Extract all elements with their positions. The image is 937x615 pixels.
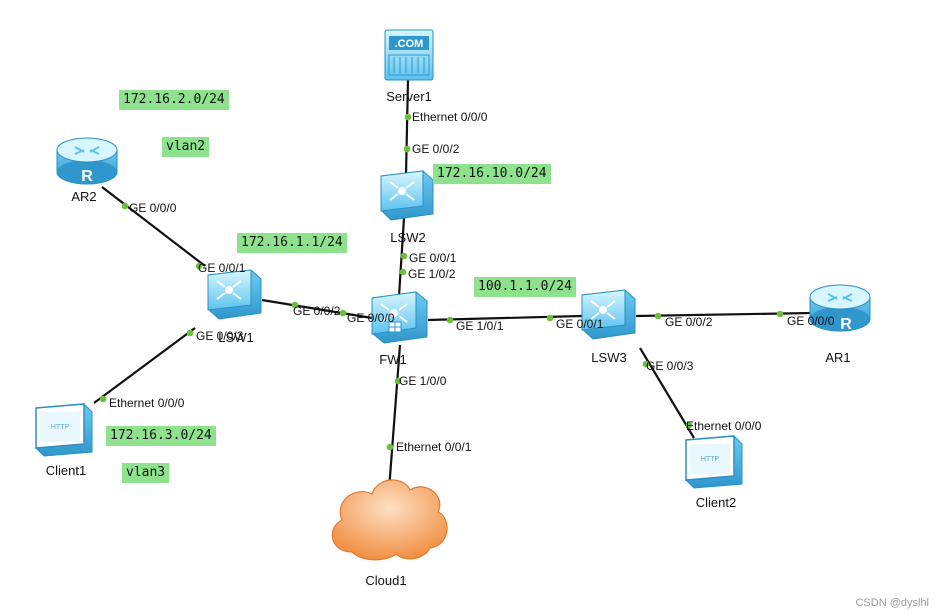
port-label: Ethernet 0/0/1: [396, 440, 472, 454]
link-lsw1-fw1: [261, 298, 373, 320]
router-badge: R: [840, 316, 852, 333]
port-label: GE 0/0/3: [196, 329, 244, 343]
fw1-device[interactable]: FW1: [371, 291, 428, 367]
link-server1-lsw2: [404, 79, 410, 176]
port-label: Ethernet 0/0/0: [109, 396, 185, 410]
port-dot: [400, 252, 408, 260]
port-labels: Ethernet 0/0/0 GE 0/0/2 GE 0/0/1 GE 1/0/…: [109, 110, 835, 454]
cloud1-device[interactable]: Cloud1: [331, 479, 448, 588]
ar2-device[interactable]: R AR2: [56, 137, 118, 204]
port-dot: [195, 262, 203, 270]
port-label: GE 0/0/1: [198, 261, 246, 275]
port-label: GE 0/0/2: [293, 304, 341, 318]
port-dot: [404, 113, 412, 121]
links: [93, 79, 813, 491]
ar1-label: AR1: [825, 350, 850, 365]
port-label: GE 0/0/0: [347, 311, 395, 325]
ar1-device[interactable]: R AR1: [809, 284, 871, 365]
port-label: GE 0/0/2: [665, 315, 713, 329]
link-fw1-lsw3: [427, 314, 583, 322]
port-label: GE 1/0/1: [456, 319, 504, 333]
port-dot: [446, 316, 454, 324]
client1-label: Client1: [46, 463, 86, 478]
port-dot: [654, 312, 662, 320]
router-icon: R: [809, 284, 871, 333]
vlan-tag-vlan3: vlan3: [122, 463, 170, 483]
port-dot: [121, 202, 129, 210]
cloud-icon: [331, 479, 448, 561]
client-icon: HTTP: [35, 403, 93, 457]
client-badge: HTTP: [701, 456, 720, 463]
link-fw1-cloud1: [387, 344, 402, 491]
port-label: GE 1/0/0: [399, 374, 447, 388]
switch-icon: [380, 170, 434, 221]
server-badge: .COM: [395, 38, 424, 50]
port-label: GE 0/0/1: [556, 317, 604, 331]
port-label: GE 0/0/0: [787, 314, 835, 328]
client-icon: HTTP: [685, 435, 743, 489]
port-dot: [386, 443, 394, 451]
port-label: Ethernet 0/0/0: [686, 419, 762, 433]
port-label: GE 0/0/3: [646, 359, 694, 373]
cloud1-label: Cloud1: [365, 573, 406, 588]
client-badge: HTTP: [51, 424, 70, 431]
port-dot: [399, 268, 407, 276]
port-dot: [403, 145, 411, 153]
client2-label: Client2: [696, 495, 736, 510]
link-lsw3-ar1: [635, 311, 813, 318]
network-tag-100-1-1: 100.1.1.0/24: [474, 277, 576, 297]
router-badge: R: [81, 168, 93, 185]
vlan-tag-vlan2: vlan2: [162, 137, 210, 157]
port-dot: [339, 309, 347, 317]
network-tag-172-16-2: 172.16.2.0/24: [119, 90, 229, 110]
port-dot: [99, 395, 107, 403]
ar2-label: AR2: [71, 189, 96, 204]
network-tag-172-16-3: 172.16.3.0/24: [106, 426, 216, 446]
server-icon: .COM: [384, 29, 434, 81]
port-dot: [776, 310, 784, 318]
watermark: CSDN @dyslhl: [855, 597, 929, 609]
port-dot: [685, 421, 693, 429]
lsw1-label: LSW1: [218, 330, 253, 345]
link-lsw1-client1: [93, 327, 196, 404]
fw1-label: FW1: [379, 352, 406, 367]
client2-device[interactable]: HTTP Client2: [685, 435, 743, 510]
port-label: Ethernet 0/0/0: [412, 110, 488, 124]
server1-device[interactable]: .COM Server1: [384, 29, 434, 104]
switch-icon: [581, 289, 636, 340]
lsw3-label: LSW3: [591, 350, 626, 365]
firewall-icon: [371, 291, 428, 344]
server1-label: Server1: [386, 89, 432, 104]
lsw2-device[interactable]: LSW2: [380, 170, 434, 245]
switch-icon: [207, 269, 262, 320]
port-label: GE 0/0/1: [409, 251, 457, 265]
lsw1-device[interactable]: LSW1: [207, 269, 262, 345]
port-label: GE 0/0/0: [129, 201, 177, 215]
port-dot: [546, 314, 554, 322]
router-icon: R: [56, 137, 118, 185]
port-dot: [394, 377, 402, 385]
port-dot: [642, 360, 650, 368]
port-label: GE 0/0/2: [412, 142, 460, 156]
port-dots: [99, 113, 784, 451]
network-tag-172-16-10: 172.16.10.0/24: [433, 164, 551, 184]
lsw3-device[interactable]: LSW3: [581, 289, 636, 365]
link-ar2-lsw1: [101, 186, 206, 267]
port-dot: [291, 301, 299, 309]
client1-device[interactable]: HTTP Client1: [35, 403, 93, 478]
port-dot: [186, 329, 194, 337]
port-label: GE 1/0/2: [408, 267, 456, 281]
network-tag-172-16-1-1: 172.16.1.1/24: [237, 233, 347, 253]
lsw2-label: LSW2: [390, 230, 425, 245]
